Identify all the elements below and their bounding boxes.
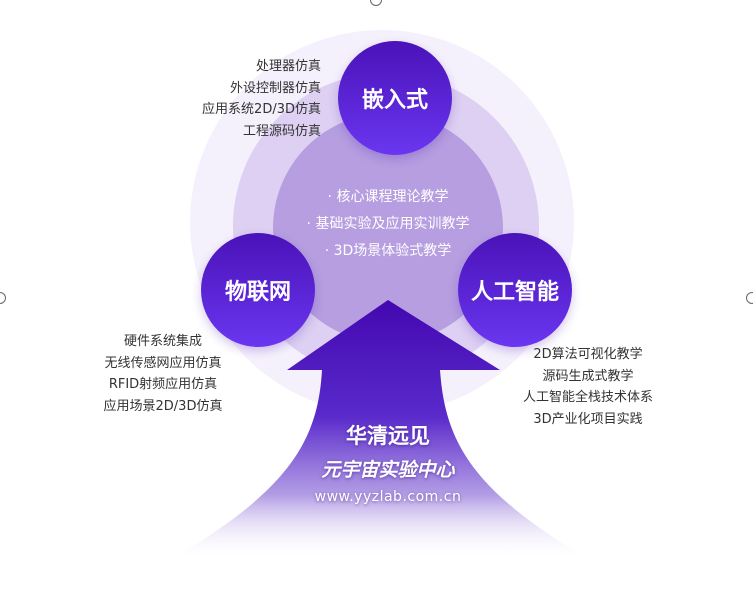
list-item: 外设控制器仿真 <box>229 80 321 96</box>
list-item: · 3D场景体验式教学 <box>324 243 452 259</box>
bubble-ai[interactable]: 人工智能 <box>458 233 572 347</box>
bubble-iot-label: 物联网 <box>224 280 291 305</box>
bubble-embedded[interactable]: 嵌入式 <box>338 41 452 155</box>
list-item: 源码生成式教学 <box>542 368 634 384</box>
iot-feature-list: 硬件系统集成 无线传感网应用仿真 RFID射频应用仿真 应用场景2D/3D仿真 <box>93 331 233 417</box>
list-item: · 核心课程理论教学 <box>327 189 449 205</box>
embedded-feature-list: 处理器仿真 外设控制器仿真 应用系统2D/3D仿真 工程源码仿真 <box>202 56 321 142</box>
brand-url: www.yyzlab.com.cn <box>314 489 462 505</box>
list-item: 应用场景2D/3D仿真 <box>103 398 223 414</box>
upward-arrow <box>170 300 590 560</box>
list-item: 处理器仿真 <box>255 59 321 74</box>
list-item: 2D算法可视化教学 <box>533 347 643 362</box>
list-item: · 基础实验及应用实训教学 <box>306 216 470 232</box>
bubble-ai-label: 人工智能 <box>470 280 559 305</box>
list-item: 3D产业化项目实践 <box>533 411 643 427</box>
ai-feature-list: 2D算法可视化教学 源码生成式教学 人工智能全栈技术体系 3D产业化项目实践 <box>508 344 668 430</box>
resize-handle-right[interactable] <box>746 292 753 304</box>
brand-subtitle: 元宇宙实验中心 <box>321 459 455 481</box>
list-item: 应用系统2D/3D仿真 <box>202 102 321 117</box>
list-item: 人工智能全栈技术体系 <box>522 390 653 405</box>
list-item: 工程源码仿真 <box>242 123 321 139</box>
list-item: RFID射频应用仿真 <box>108 377 218 392</box>
bubble-iot[interactable]: 物联网 <box>201 233 315 347</box>
inner-circle <box>273 113 503 343</box>
list-item: 无线传感网应用仿真 <box>104 355 222 371</box>
core-teaching-list: · 核心课程理论教学 · 基础实验及应用实训教学 · 3D场景体验式教学 <box>288 184 488 265</box>
list-item: 硬件系统集成 <box>123 334 202 349</box>
brand-name: 华清远见 <box>346 424 430 448</box>
bubble-embedded-label: 嵌入式 <box>361 88 428 113</box>
